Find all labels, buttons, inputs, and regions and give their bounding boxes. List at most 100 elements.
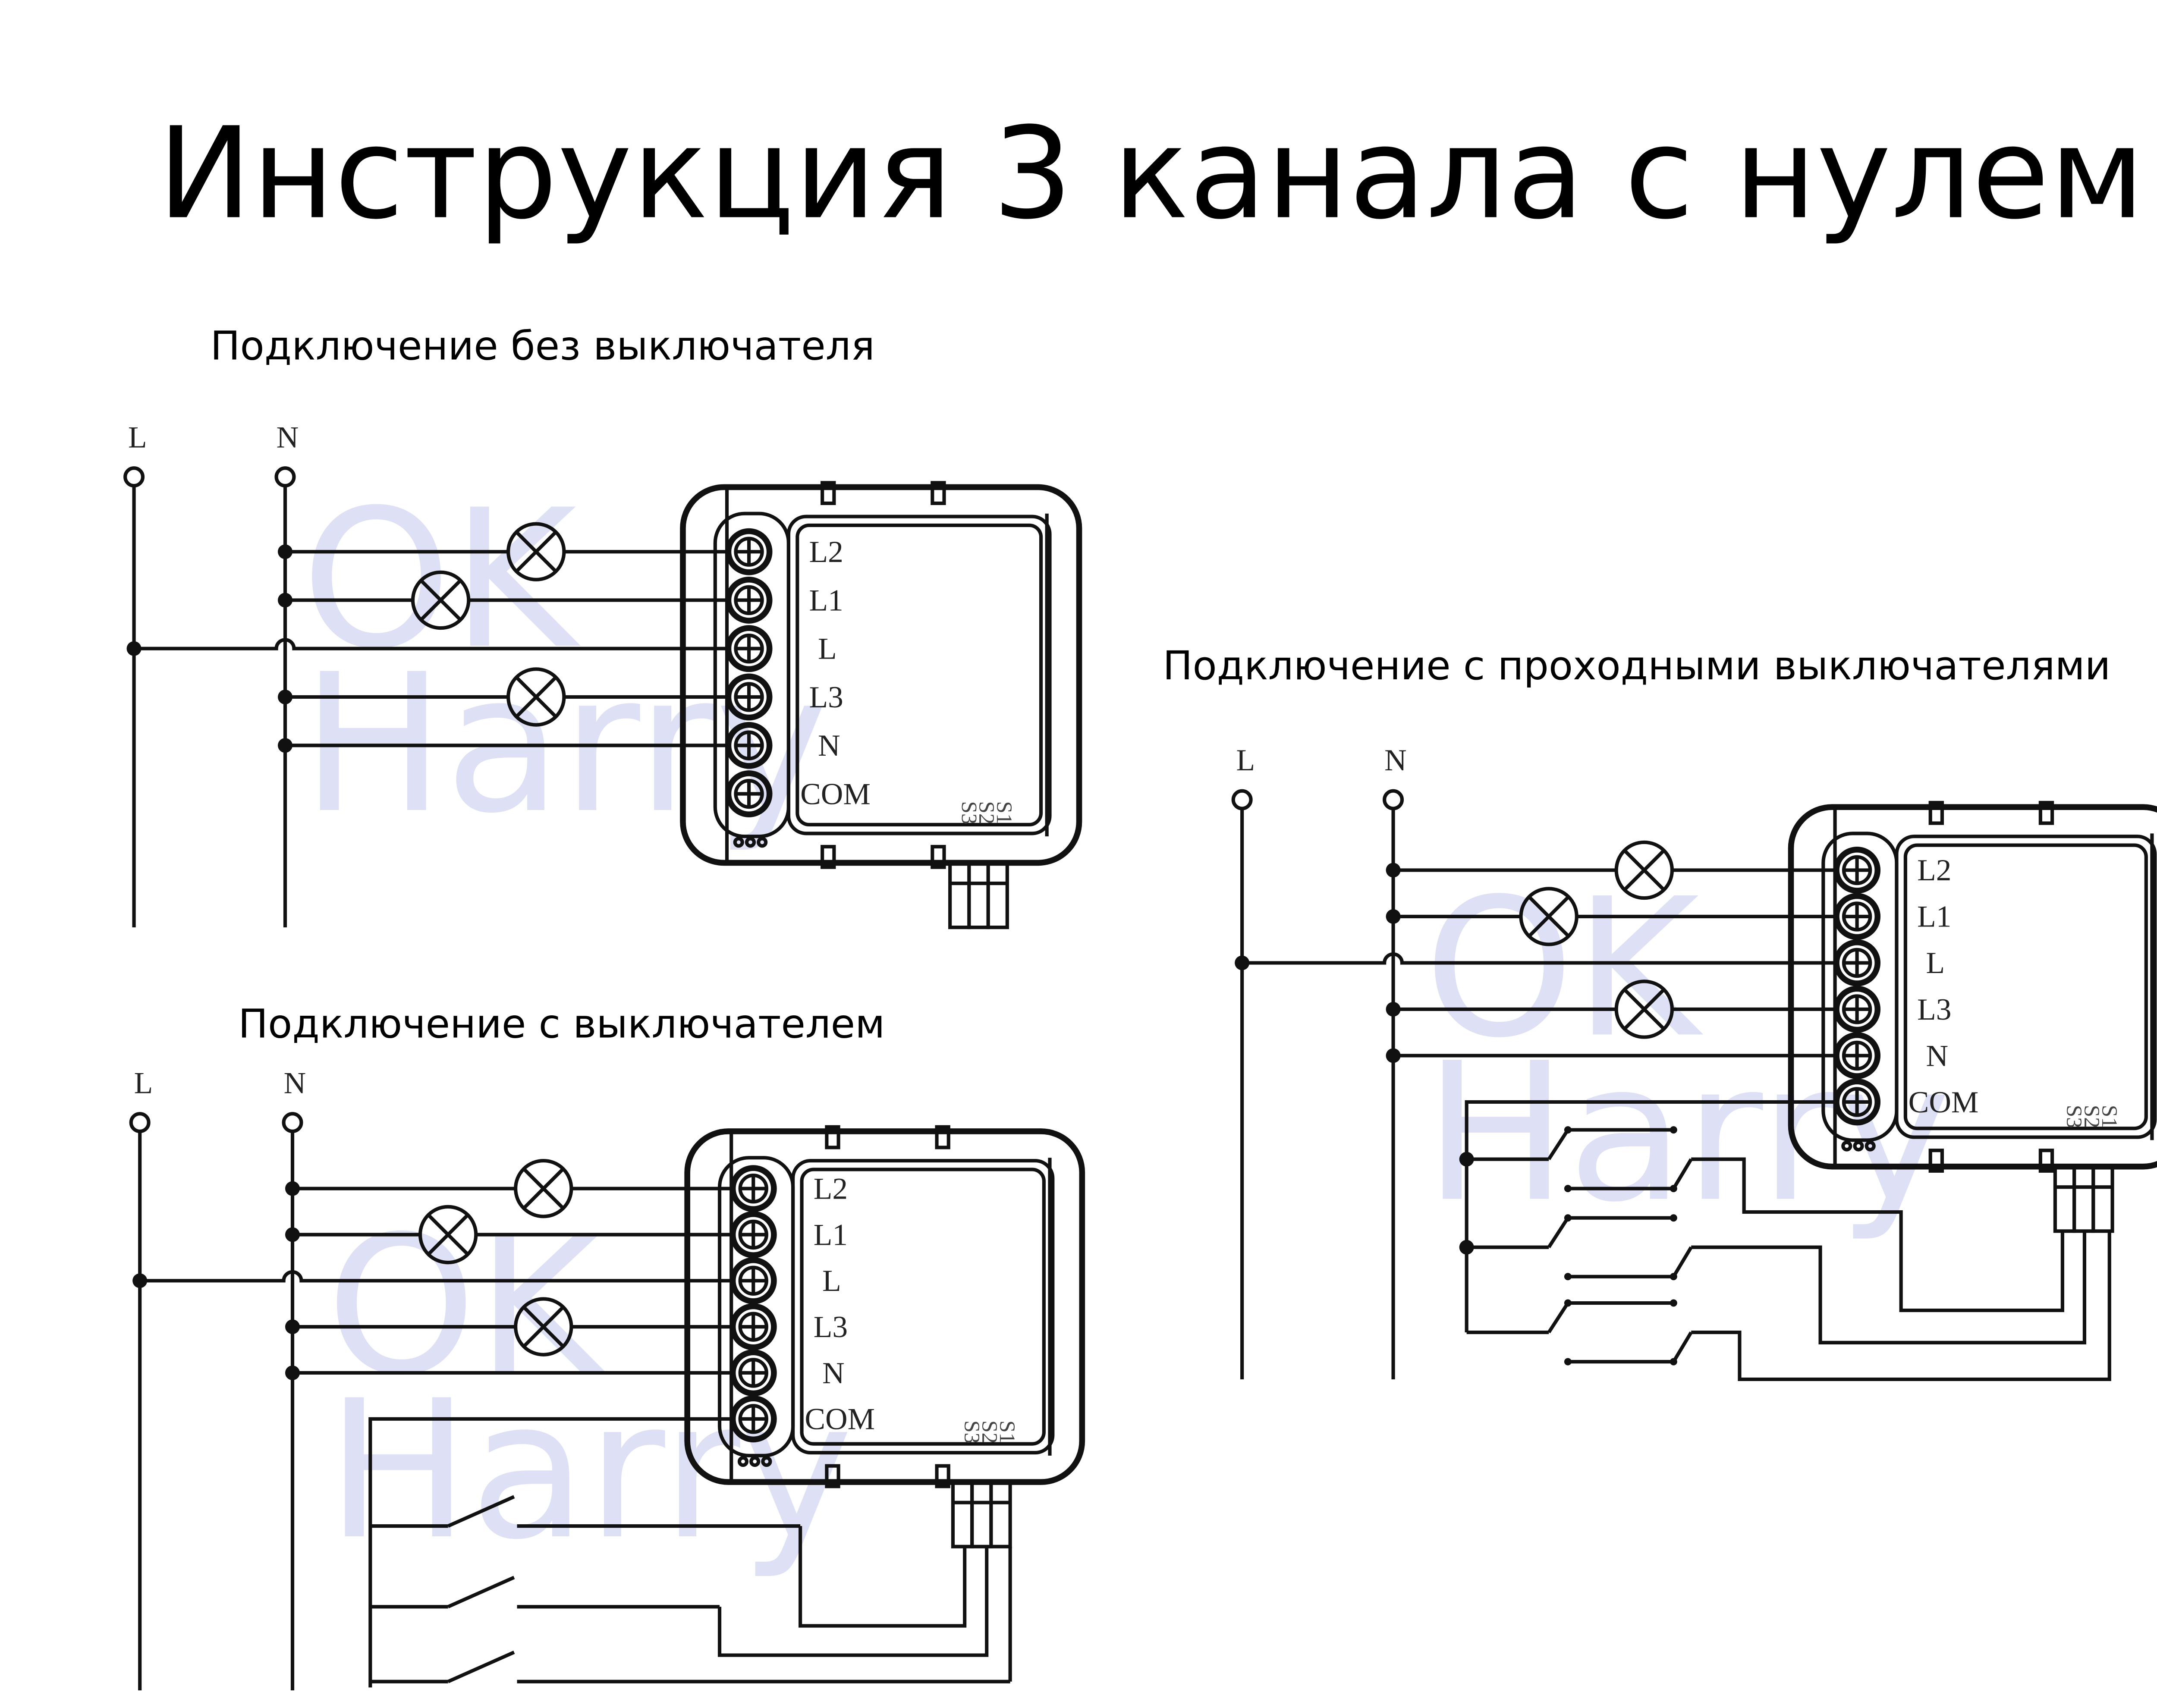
switch-lever [447, 1576, 515, 1608]
module-tab [1928, 801, 1944, 825]
led-dot [733, 837, 744, 848]
lamp-cross [420, 580, 461, 621]
screw-terminal-icon [725, 528, 773, 575]
line-terminal-icon [129, 1112, 151, 1133]
switch-trace [1691, 1231, 2087, 1344]
terminal-label-com: COM [1909, 1085, 1979, 1119]
switch-lever [1547, 1217, 1569, 1248]
line-terminal-icon [1231, 789, 1253, 810]
contact-dot [1564, 1299, 1572, 1307]
module-tab [935, 1125, 950, 1149]
lamp-cross [1528, 896, 1569, 937]
contact-dot [1564, 1126, 1572, 1134]
led-dot [1865, 1140, 1876, 1152]
contact-dot [1670, 1299, 1677, 1307]
page-title: Инструкция 3 канала с нулем [157, 100, 2144, 247]
led-dot [737, 1456, 749, 1467]
terminal-label-n: N [818, 728, 840, 763]
switch-input-wire-s1 [986, 861, 1009, 929]
three-way-switch-icon [1466, 1126, 1693, 1193]
switch-input-wire-s2 [2072, 1165, 2095, 1233]
module-tab [931, 481, 946, 505]
junction-dot [1459, 1240, 1474, 1255]
switch-trace [717, 1546, 989, 1657]
module-tab [825, 1464, 840, 1488]
module-body [1788, 804, 2157, 1170]
lamp-cross [523, 1168, 564, 1209]
terminal-label-l: L [818, 632, 837, 666]
lamp-circle [514, 1297, 573, 1356]
lamp-circle [411, 570, 471, 630]
lamp-icon [514, 1159, 573, 1218]
led-dot [761, 1456, 772, 1467]
bus-label-neutral: N [284, 1066, 306, 1100]
lamp-cross [516, 531, 557, 572]
line-terminal-icon [123, 466, 145, 488]
lamp-circle [506, 522, 566, 581]
watermark-text: Harry [326, 1359, 853, 1582]
module-face-inner [1903, 843, 2148, 1130]
com-wire [1465, 1100, 1834, 1333]
screw-terminal-icon [725, 625, 773, 672]
module-tab [1928, 1149, 1944, 1173]
screw-terminal-icon [1833, 1032, 1881, 1079]
terminal-label-l: L [822, 1264, 841, 1298]
lamp-icon [514, 1297, 573, 1356]
led-dot [745, 837, 756, 848]
screw-terminal-icon [1833, 1078, 1881, 1126]
switch-input-wire-s3 [948, 861, 971, 929]
switch-input-label-s1: S1 [992, 801, 1016, 825]
screw-terminal-icon [725, 577, 773, 624]
lamp-icon [418, 1205, 478, 1265]
module-body [680, 484, 1082, 866]
switch-input-wire-s2 [967, 861, 990, 929]
lamp-circle [418, 1205, 478, 1265]
section-title-no-switch: Подключение без выключателя [210, 323, 874, 369]
terminal-label-l: L [1926, 946, 1945, 980]
lamp-icon [411, 570, 471, 630]
screw-terminal-icon [729, 1349, 777, 1397]
terminal-label-l3: L3 [1917, 992, 1951, 1027]
lamp-icon [1614, 840, 1674, 900]
contact-dot [1564, 1185, 1572, 1193]
switch-lever [447, 1495, 515, 1528]
switch-input-label-s2: S2 [2079, 1105, 2104, 1128]
section-title-pass-through-switches: Подключение с проходными выключателями [1163, 643, 2110, 689]
switch-input-wire-s1 [2091, 1165, 2114, 1233]
terminal-strip [1821, 832, 1899, 1142]
lamp-circle [506, 667, 566, 727]
module-tab [821, 481, 836, 505]
switch-icon [370, 1576, 720, 1609]
com-wire [368, 1417, 733, 1688]
led-dot [749, 1456, 761, 1467]
line-wire [140, 1270, 733, 1283]
lamp-circle [514, 1159, 573, 1218]
screw-terminal-icon [1833, 986, 1881, 1033]
lamp-cross [1624, 989, 1665, 1030]
line-wire [134, 638, 729, 650]
terminal-strip [717, 1156, 795, 1457]
terminal-label-l2: L2 [809, 535, 843, 569]
switch-input-label-s1: S1 [995, 1420, 1019, 1444]
switch-input-label-s3: S3 [959, 1420, 984, 1444]
screw-terminal-icon [725, 673, 773, 721]
terminal-label-l1: L1 [809, 583, 843, 617]
lamp-icon [506, 522, 566, 581]
switch-lever [447, 1650, 515, 1683]
neutral-terminal-icon [282, 1112, 303, 1133]
terminal-label-n: N [822, 1356, 845, 1390]
led-dot [757, 837, 768, 848]
module-tab [931, 845, 946, 869]
switch-trace [1691, 1231, 2111, 1381]
lamp-icon [1614, 980, 1674, 1039]
terminal-strip [713, 512, 790, 838]
lamp-cross [1624, 850, 1665, 891]
three-way-switch-icon [1466, 1214, 1693, 1281]
screw-terminal-icon [729, 1257, 777, 1304]
